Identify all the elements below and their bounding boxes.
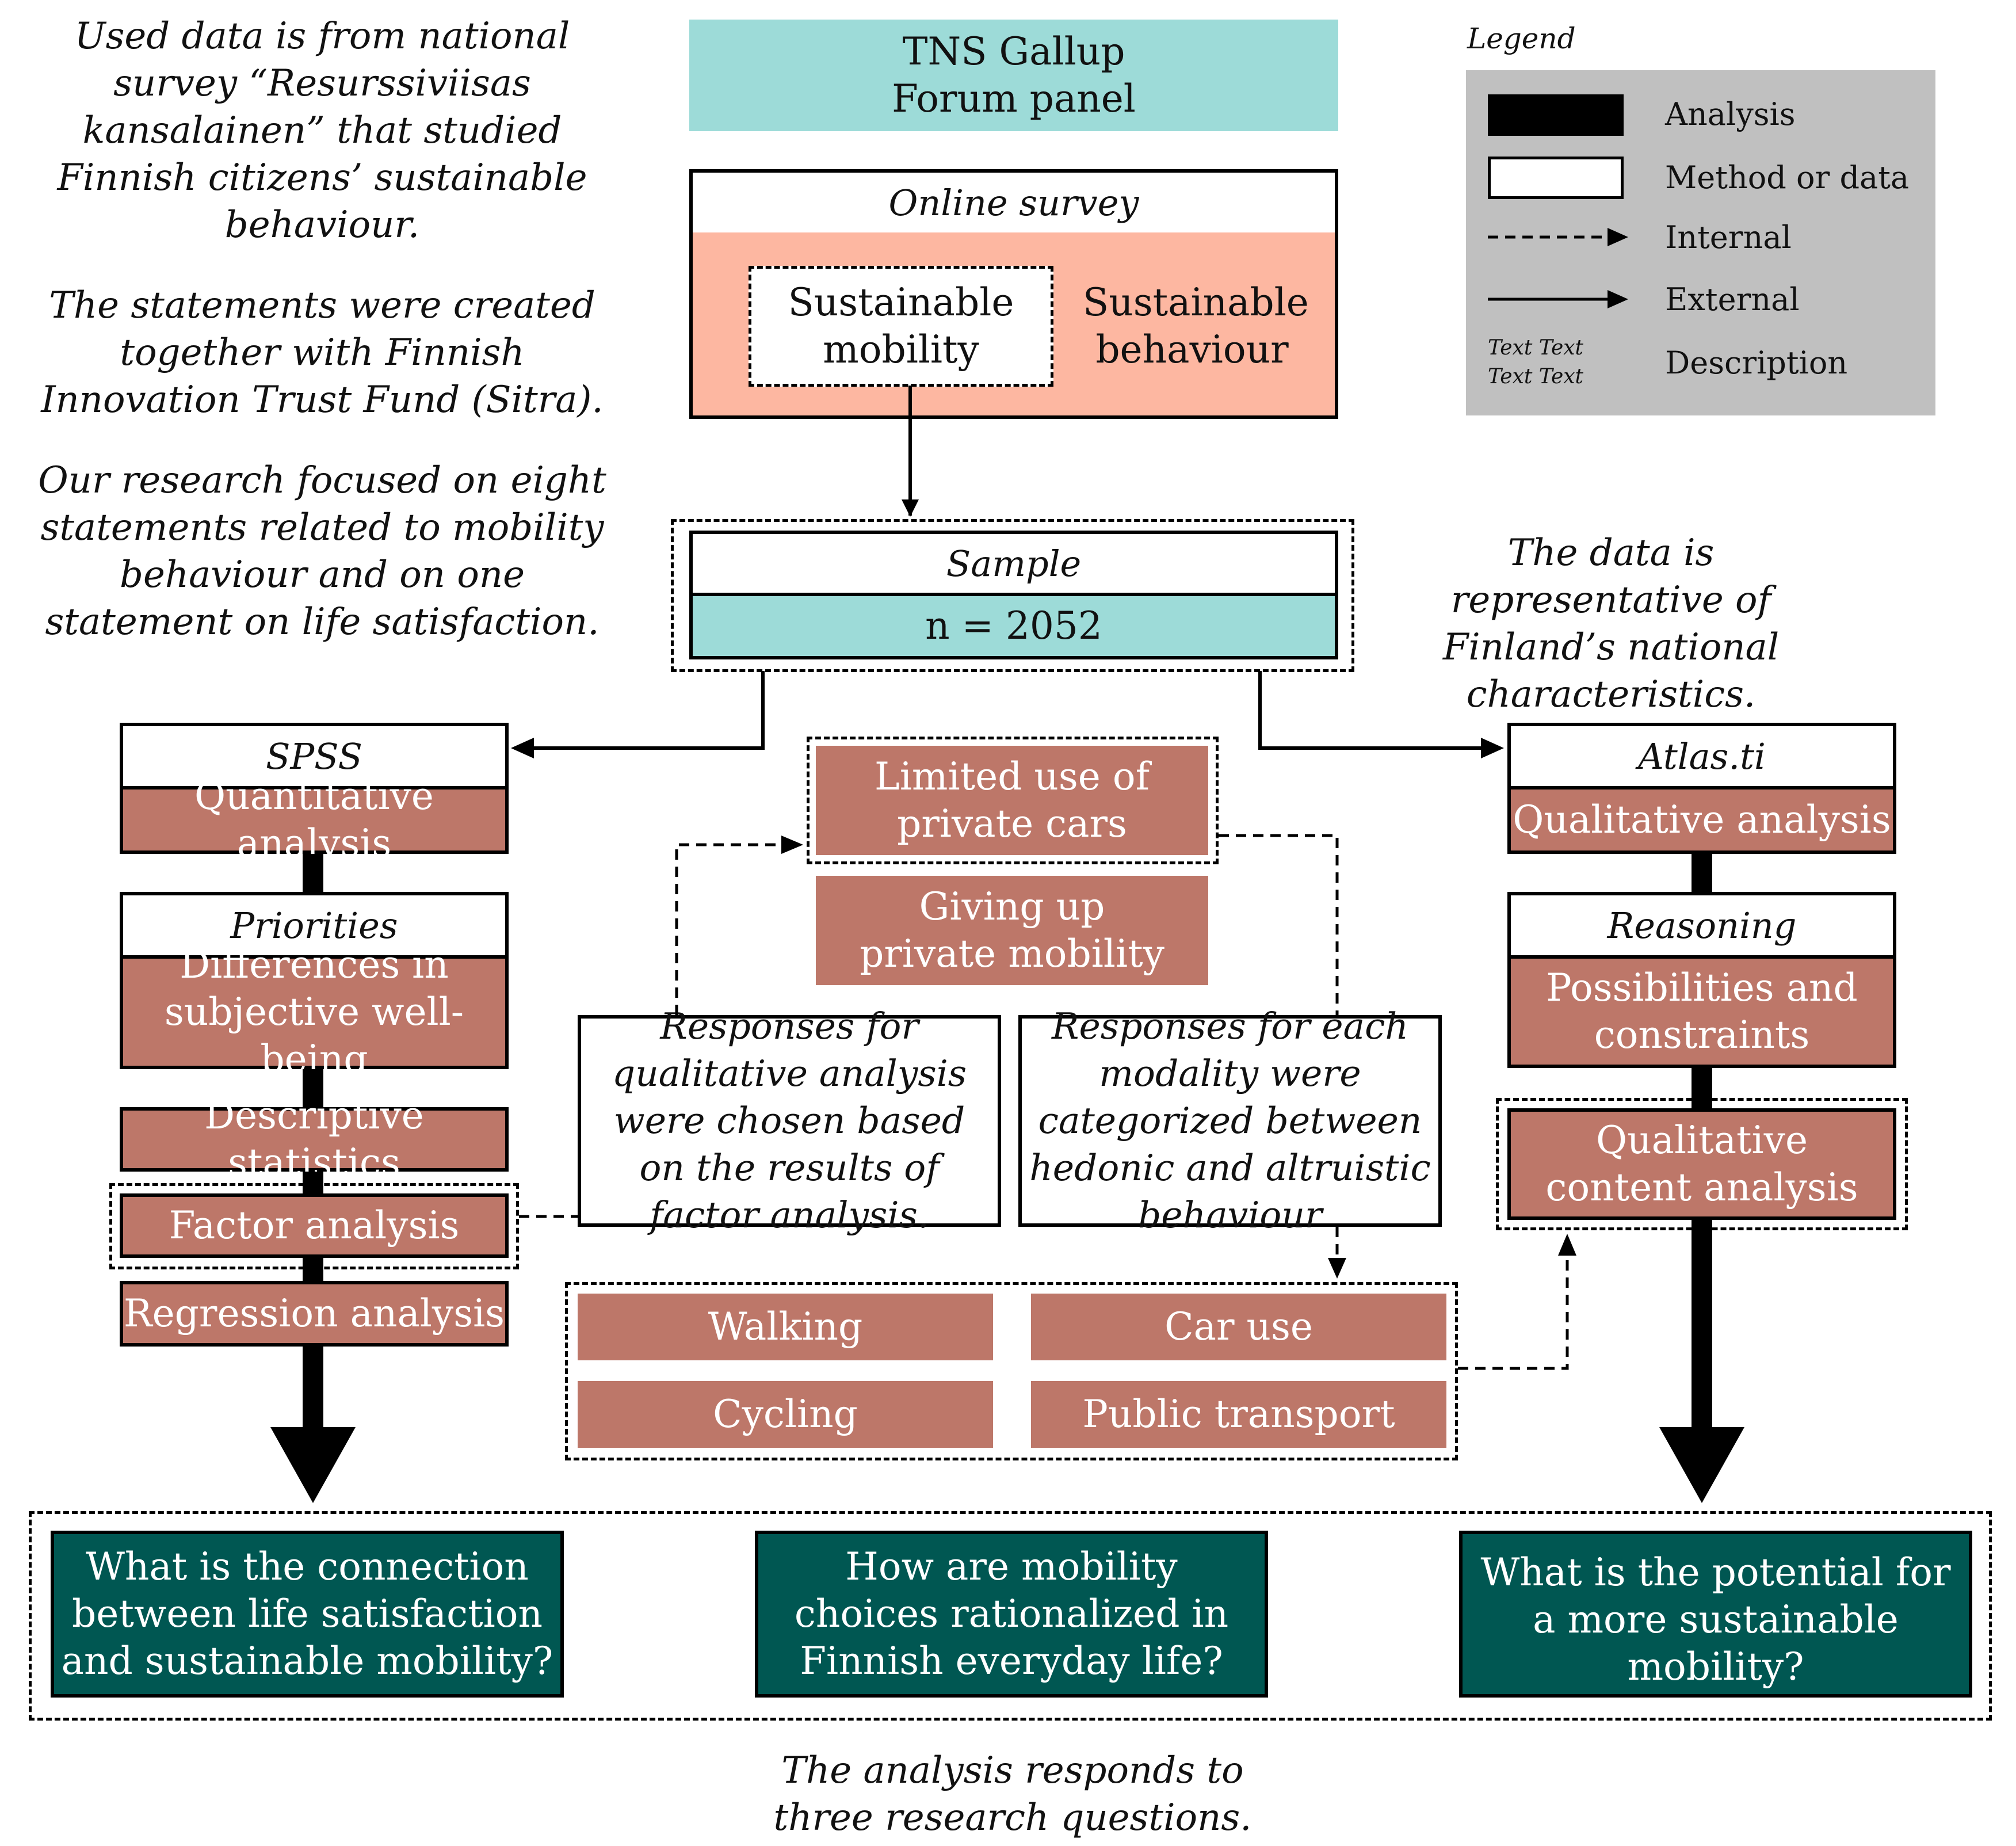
arrow-sample-to-atlas: [1258, 671, 1484, 750]
online-survey-title: Online survey: [689, 169, 1338, 236]
right-bar-3: [1692, 1220, 1712, 1428]
note-sitra: The statements were created together wit…: [41, 284, 604, 421]
legend-desc-sample: Text Text Text Text: [1488, 334, 1583, 391]
modality-walking: Walking: [578, 1294, 993, 1360]
legend-method-label: Method or data: [1665, 159, 1910, 196]
note-survey: Used data is from national survey “Resur…: [57, 15, 587, 246]
legend-desc-sample-2: Text Text: [1488, 365, 1584, 388]
legend-analysis-swatch: [1488, 94, 1624, 136]
dash-modalities-to-content: [1458, 1254, 1569, 1370]
legend-title: Legend: [1467, 22, 1576, 55]
dash-limited-to-modalities: [1219, 834, 1339, 1015]
quantitative-analysis: Quantitative analysis: [120, 774, 509, 865]
question-2: How are mobility choices rationalized in…: [755, 1531, 1268, 1698]
modality-cycling: Cycling: [578, 1381, 993, 1448]
right-bar-1: [1692, 854, 1712, 892]
left-big-arrow-head: [270, 1427, 356, 1503]
legend-method-swatch: [1488, 157, 1624, 199]
giving-up-private-mobility: Giving up private mobility: [816, 876, 1208, 985]
sustainable-mobility-box: Sustainable mobility: [749, 266, 1053, 387]
sample-group: [671, 519, 1354, 672]
research-questions-group: [29, 1511, 1992, 1721]
left-bar-2: [303, 1069, 323, 1107]
note-bottom: The analysis responds to three research …: [773, 1749, 1252, 1839]
left-bar-1: [303, 854, 323, 892]
source-line2: Forum panel: [892, 77, 1136, 121]
descriptive-statistics: Descriptive statistics: [120, 1093, 509, 1185]
priorities-title: Priorities: [120, 892, 509, 959]
source-line1: TNS Gallup: [902, 29, 1125, 74]
notes-left: Used data is from national survey “Resur…: [35, 13, 610, 679]
modality-public-transport: Public transport: [1031, 1381, 1446, 1448]
responses-qualitative-note: Responses for qualitative analysis were …: [578, 1005, 1001, 1236]
qualitative-content-analysis: Qualitative content analysis: [1507, 1108, 1896, 1220]
source-box: TNS Gallup Forum panel: [689, 20, 1338, 131]
possibilities-constraints: Possibilities and constraints: [1507, 955, 1896, 1068]
reasoning-title: Reasoning: [1507, 892, 1896, 959]
right-bar-2: [1692, 1068, 1712, 1108]
factor-analysis: Factor analysis: [120, 1193, 509, 1258]
left-bar-3: [303, 1172, 323, 1193]
legend-analysis-label: Analysis: [1665, 96, 1796, 132]
sample-n: n = 2052: [689, 593, 1338, 659]
modality-car-use: Car use: [1031, 1294, 1446, 1360]
qualitative-analysis: Qualitative analysis: [1507, 786, 1896, 854]
limited-use-private-cars: Limited use of private cars: [816, 746, 1208, 855]
note-focus: Our research focused on eight statements…: [38, 459, 606, 643]
legend-internal-arrowhead: [1608, 228, 1628, 246]
left-bar-4: [303, 1258, 323, 1281]
responses-modality-note: Responses for each modality were categor…: [1018, 1005, 1442, 1236]
arrow-sample-to-spss: [529, 671, 765, 750]
legend-external-label: External: [1665, 281, 1800, 318]
note-representative: The data is representative of Finland’s …: [1442, 532, 1780, 716]
sustainable-behaviour-label: Sustainable behaviour: [1083, 280, 1309, 372]
legend-external-arrowhead: [1608, 290, 1628, 308]
right-big-arrow-head: [1659, 1427, 1744, 1503]
question-1: What is the connection between life sati…: [51, 1531, 564, 1698]
left-bar-5: [303, 1347, 323, 1428]
modalities-group: [565, 1282, 1458, 1460]
limited-use-group: [807, 737, 1219, 864]
regression-analysis: Regression analysis: [120, 1281, 509, 1347]
question-3: What is the potential for a more sustain…: [1459, 1531, 1972, 1698]
legend-desc-sample-1: Text Text: [1488, 336, 1584, 360]
legend-description-label: Description: [1665, 345, 1848, 381]
legend-internal-label: Internal: [1665, 219, 1792, 255]
dash-note-to-limited: [675, 843, 782, 1015]
